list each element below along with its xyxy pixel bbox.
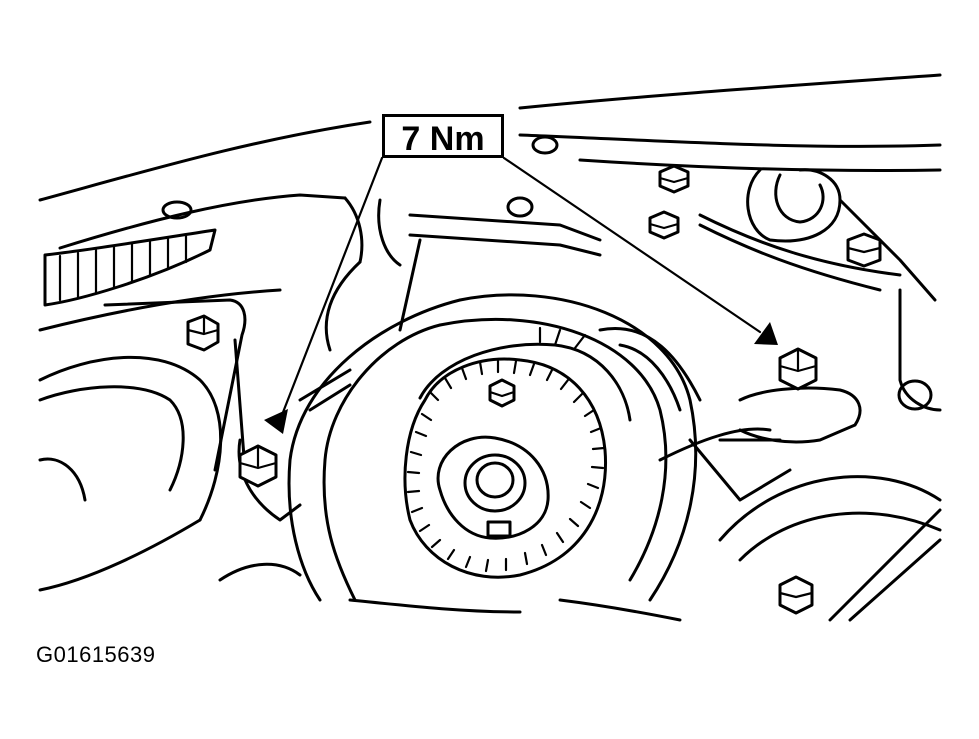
left-bracket [233,338,302,522]
crank-sprocket [403,326,632,579]
arrow-icon [754,322,778,345]
bolt-icon [846,232,882,268]
bolt-icon [658,164,690,194]
torque-callout: 7 Nm [382,114,504,158]
figure-id: G01615639 [36,642,156,667]
engine-face [298,198,602,412]
lower-edges [348,598,682,622]
arrow-icon [264,409,288,434]
bolt-icon [778,575,814,615]
bolt-icon [238,444,278,488]
bolt-icon [186,314,220,352]
torque-leader-lines [264,156,778,434]
upper-housing [38,73,942,412]
timing-belt [287,293,698,602]
bolt-icon [648,210,680,240]
bolt-icon [488,378,516,408]
lower-right-pulley [718,475,942,622]
right-bracket [598,327,933,502]
crank-hub [436,435,550,540]
left-pulley-area [38,228,302,592]
bolt-icon [778,347,818,391]
